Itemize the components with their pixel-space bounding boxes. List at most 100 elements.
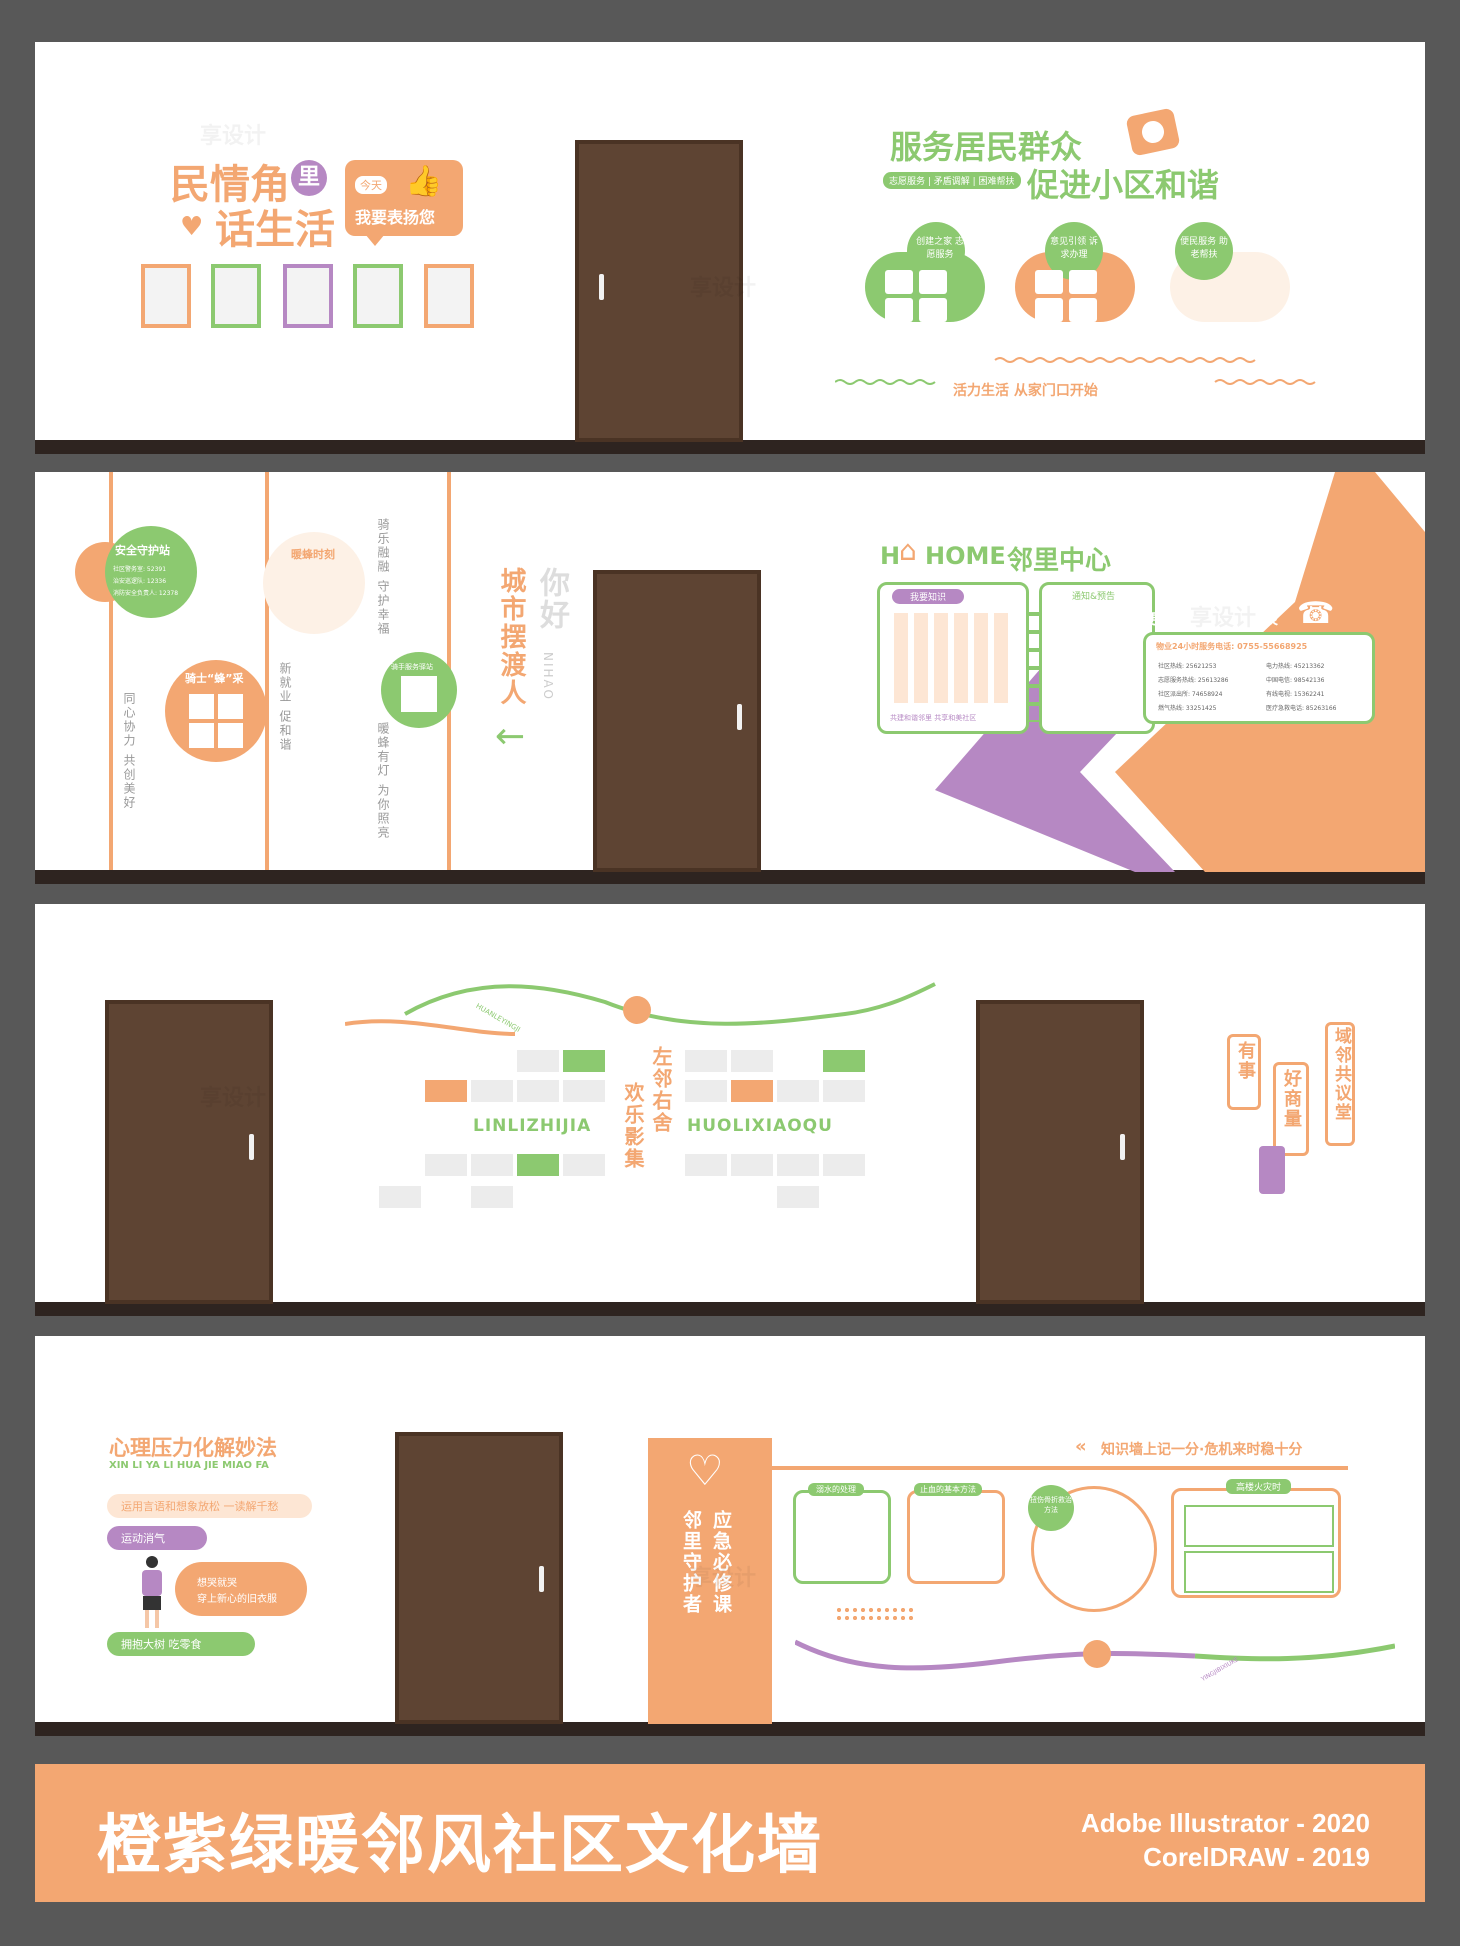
pinyin-right: HUOLIXIAOQU	[687, 1116, 833, 1136]
haoshangliang-text: 好商量	[1281, 1069, 1302, 1129]
knight-circle: 骑士“蜂”采	[165, 660, 267, 762]
photo-block	[777, 1186, 819, 1208]
door	[593, 570, 761, 872]
door	[575, 140, 743, 442]
footer-banner: 橙紫绿暖邻风社区文化墙 Adobe Illustrator - 2020 Cor…	[35, 1764, 1425, 1902]
footer-title: 橙紫绿暖邻风社区文化墙	[97, 1809, 823, 1883]
heart-icon: ♥	[180, 212, 204, 242]
phone-left: 燃气热线: 33251425	[1158, 705, 1217, 712]
tip-pill: 运动消气	[107, 1526, 207, 1550]
phone-right: 中国电信: 98542136	[1266, 677, 1325, 684]
tip3a: 想哭就哭	[197, 1578, 237, 1589]
drawer	[1035, 298, 1063, 322]
drawer	[919, 270, 947, 294]
photo-block	[731, 1050, 773, 1072]
photo-block	[685, 1080, 727, 1102]
phone-left: 志愿服务热线: 25613286	[1158, 677, 1229, 684]
vert-text-3: 骑乐融融 守护幸福	[376, 518, 390, 636]
house-icon: ⌂	[899, 534, 917, 567]
praise-bubble: 今天 👍 我要表扬您	[345, 160, 463, 236]
service-tagline: 志愿服务 | 矛盾调解 | 困难帮扶	[883, 172, 1021, 189]
tip3b: 穿上新心的旧衣服	[197, 1594, 277, 1605]
watermark: 享设计	[200, 124, 267, 149]
service-title-1: 服务居民群众	[890, 128, 1083, 166]
title-badge: 里	[291, 160, 327, 196]
nihao-pinyin: NIHAO	[541, 652, 555, 701]
circle-badge: 扭伤骨折救治方法	[1028, 1485, 1074, 1531]
door	[105, 1000, 273, 1304]
safety-title: 安全守护站	[115, 544, 170, 557]
wall-panel-3: HUANLEYINGJI LINLIZHIJIA HUOLIXIAOQU 左邻右…	[35, 904, 1425, 1316]
cloud-label: 意见引领 诉求办理	[1050, 237, 1098, 260]
rider-circle: 骑手服务驿站	[381, 652, 457, 728]
center-title: 邻里中心	[1007, 546, 1112, 576]
home-logo: HOME	[925, 542, 1006, 570]
speech-bubble-youshi: 有事	[1227, 1034, 1261, 1110]
purple-green-wave	[795, 1639, 1395, 1671]
photo-block	[471, 1154, 513, 1176]
rider-square	[401, 676, 437, 712]
speech-bubble-haoshangliang: 好商量	[1273, 1062, 1309, 1156]
vert-text-1: 同心协力 共创美好	[122, 692, 136, 810]
safety-circle: 安全守护站 社区警务室: 52391 治安巡逻队: 12336 消防安全负责人:…	[105, 526, 197, 618]
wall-panel-1: 民情角 里 ♥ 话生活 今天 👍 我要表扬您 服务居民群众 志愿服务 | 矛盾调…	[35, 42, 1425, 454]
photo-block	[777, 1154, 819, 1176]
phone-right: 有线电视: 15362241	[1266, 691, 1325, 698]
card-title: 止血的基本方法	[914, 1483, 982, 1496]
safety-line: 治安巡逻队: 12336	[113, 578, 167, 585]
photo-block	[685, 1050, 727, 1072]
cloud-label: 便民服务 助老帮扶	[1180, 237, 1228, 260]
orange-rail	[772, 1466, 1348, 1470]
photo-frame	[424, 264, 474, 328]
door	[976, 1000, 1144, 1304]
photo-frame	[141, 264, 191, 328]
knowledge-slogan: 知识墙上记一分·危机来时稳十分	[1101, 1442, 1303, 1458]
photo-block	[471, 1080, 513, 1102]
photo-block	[563, 1050, 605, 1072]
bee-title: 暖蜂时刻	[291, 548, 335, 561]
wall-panel-4: 心理压力化解妙法 XIN LI YA LI HUA JIE MIAO FA 运用…	[35, 1336, 1425, 1736]
photo-block	[685, 1154, 727, 1176]
door-handle	[1120, 1134, 1125, 1160]
drawer	[885, 298, 913, 322]
photo-block	[517, 1050, 559, 1072]
photo-block	[517, 1154, 559, 1176]
floor-base	[35, 440, 1425, 454]
phone-right: 电力热线: 45213362	[1266, 663, 1325, 670]
card-title: 高楼火灾时	[1226, 1479, 1292, 1494]
camera-lens	[1139, 118, 1167, 146]
floor-base	[35, 870, 1425, 884]
city-ferry-text: 城市摆渡人	[496, 567, 526, 707]
yuling-text: 域邻共议堂	[1331, 1027, 1351, 1122]
first-aid-card: 高楼火灾时	[1171, 1479, 1341, 1598]
title-minqingjiao: 民情角	[170, 162, 290, 208]
photo-block	[471, 1186, 513, 1208]
phone-left: 社区派出所: 74658924	[1158, 691, 1223, 698]
chevron-left-icon: «	[1075, 1436, 1087, 1457]
watermark: 享设计	[1190, 606, 1257, 631]
service-title-2: 促进小区和谐	[1027, 166, 1220, 204]
orange-pole	[109, 472, 113, 870]
tip-pill: 拥抱大树 吃零食	[107, 1632, 255, 1656]
phone-title: 便民服务电话查询表	[1143, 610, 1279, 628]
floor-base	[35, 1722, 1425, 1736]
software-line-1: Adobe Illustrator - 2020	[1081, 1808, 1370, 1838]
slogan: 活力生活 从家门口开始	[953, 383, 1098, 399]
phone-icon: ☎	[1297, 596, 1335, 631]
photo-block	[823, 1080, 865, 1102]
wavy-line-decor	[835, 357, 1316, 385]
notice-footer: 共建和谐邻里 共享和美社区	[890, 714, 977, 722]
first-aid-card: 溺水的处理	[793, 1483, 891, 1584]
door-handle	[539, 1566, 544, 1592]
notice-card: 我要知识 共建和谐邻里 共享和美社区	[877, 582, 1029, 734]
door-handle	[737, 704, 742, 730]
notice-card-2: 通知&预告	[1039, 582, 1155, 734]
phone-table: 物业24小时服务电话: 0755-55668925 社区热线: 25621253…	[1143, 632, 1375, 724]
first-aid-card: 止血的基本方法	[907, 1483, 1005, 1584]
phone-right: 医疗急救电话: 85263166	[1266, 705, 1337, 712]
watermark: 享设计	[690, 1566, 757, 1591]
knight-title: 骑士“蜂”采	[185, 672, 244, 685]
card-title: 扭伤骨折救治方法	[1030, 1496, 1072, 1514]
safety-line: 消防安全负责人: 12378	[113, 590, 179, 597]
title-badge-text: 里	[297, 165, 320, 190]
